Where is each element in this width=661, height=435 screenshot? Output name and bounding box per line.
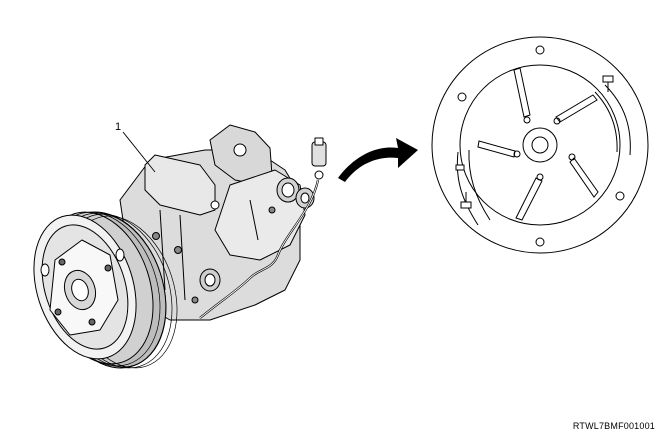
clutch-plate xyxy=(40,239,125,336)
detail-spring-arm xyxy=(513,67,531,124)
body-detail xyxy=(249,199,259,241)
detail-spring-arm xyxy=(568,153,599,198)
detail-rivet-tab xyxy=(460,192,472,209)
detail-rivet-tab xyxy=(455,164,465,171)
detail-spring-arm xyxy=(515,173,544,221)
bracket-bolt-hole xyxy=(210,200,220,210)
detail-spring-arm xyxy=(477,140,521,158)
ac-compressor-illustration xyxy=(33,124,327,369)
detail-mount-hole xyxy=(535,45,545,55)
electrical-connector xyxy=(311,137,327,180)
detail-plate-arc xyxy=(604,84,631,156)
port-fitting xyxy=(199,268,221,292)
mounting-bracket-upper xyxy=(144,154,216,216)
callout-label-1: 1 xyxy=(115,121,121,133)
clutch-plate-detail-view xyxy=(431,36,649,254)
detail-mount-hole xyxy=(457,92,467,102)
detail-outer-circle xyxy=(431,36,649,254)
body-bolt xyxy=(268,206,276,214)
callout-leader-1 xyxy=(122,131,156,173)
detail-spring-arm xyxy=(553,94,598,125)
detail-rivet-tab xyxy=(602,75,614,92)
detail-hub-outer xyxy=(522,127,558,163)
detail-plate-arc xyxy=(594,91,618,153)
body-bolt xyxy=(174,246,182,254)
detail-mount-hole xyxy=(535,237,545,247)
detail-mount-hole xyxy=(615,191,625,201)
curved-arrow-icon xyxy=(338,138,418,182)
figure-reference-code: RTWL7BMF001001 xyxy=(572,421,655,431)
detail-plate-arc xyxy=(468,149,491,221)
detail-hub-inner xyxy=(531,136,549,154)
body-detail xyxy=(179,214,186,301)
body-bolt xyxy=(152,232,160,240)
detail-inner-ring xyxy=(459,64,621,226)
bracket-bolt-hole xyxy=(233,143,247,157)
detail-plate-arc xyxy=(456,151,479,226)
body-detail xyxy=(159,209,166,291)
body-bolt xyxy=(191,296,199,304)
